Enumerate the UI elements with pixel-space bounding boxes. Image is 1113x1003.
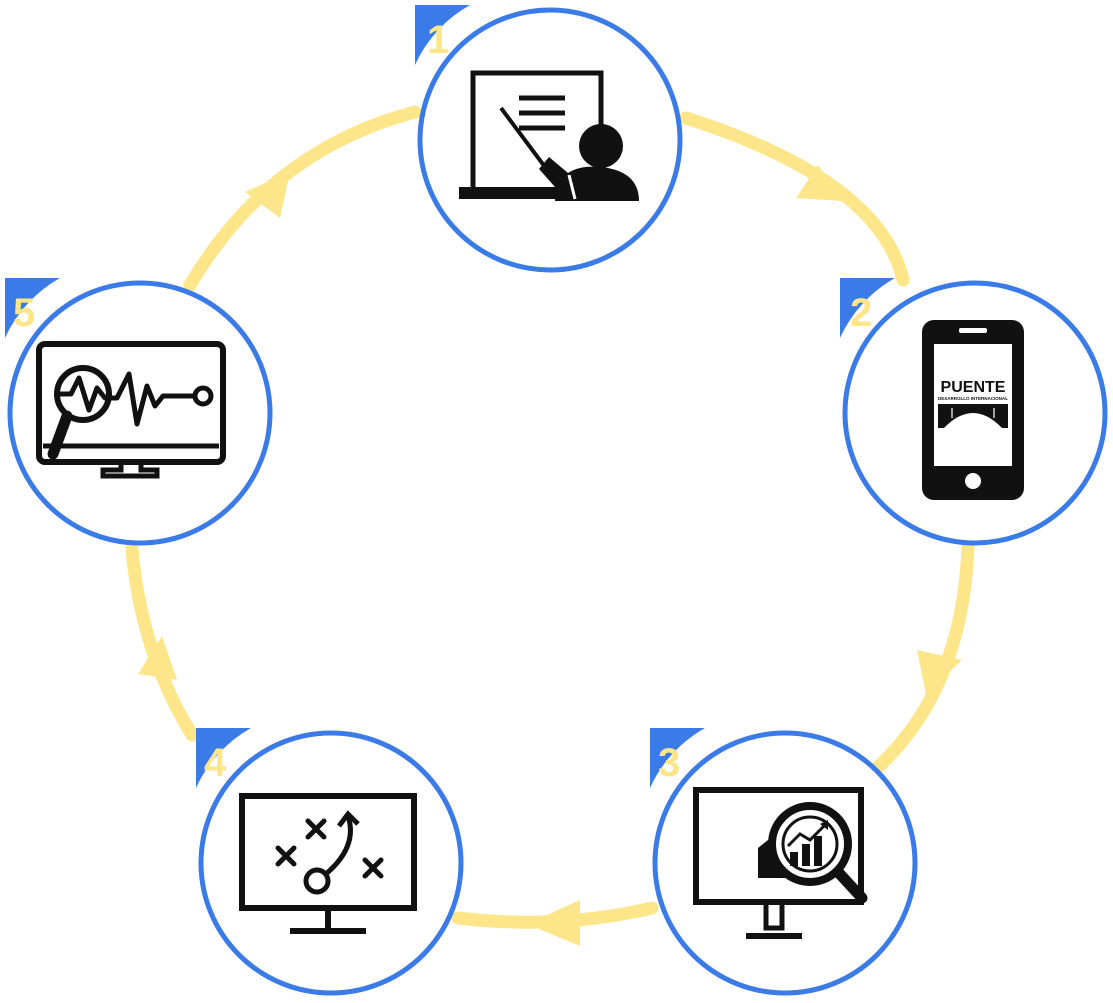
connector-4-5: [125, 541, 199, 742]
arrowhead-4-5: [138, 636, 177, 680]
monitor-health-analytics-icon: [36, 341, 226, 479]
step-badge: [196, 728, 251, 788]
step-number: 1: [427, 18, 449, 62]
brand-name: PUENTE: [941, 379, 1006, 396]
step-badge: [415, 5, 470, 65]
brand-subtitle: DESARROLLO INTERNACIONAL: [938, 396, 1008, 401]
step-number: 2: [850, 291, 872, 335]
arrowhead-5-1: [245, 172, 290, 218]
step-number: 4: [204, 741, 227, 785]
arrowhead-2-3: [917, 650, 962, 694]
step-number: 3: [658, 741, 680, 785]
arrowhead-1-2: [796, 165, 842, 201]
teacher-presentation-icon: [459, 70, 639, 201]
connector-5-1: [183, 105, 422, 292]
step-1: 1: [415, 5, 685, 275]
step-badge: [840, 278, 895, 338]
step-5: 5: [5, 278, 275, 548]
step-3: 3: [650, 728, 920, 998]
monitor-data-analysis-icon: [693, 787, 868, 939]
smartphone-icon: PUENTE DESARROLLO INTERNACIONAL: [922, 320, 1024, 500]
bridge-logo: [938, 404, 1008, 428]
step-badge: [650, 728, 705, 788]
step-badge: [5, 278, 60, 338]
step-number: 5: [13, 291, 35, 335]
monitor-strategy-icon: [239, 793, 417, 934]
step-4: 4: [196, 728, 466, 998]
step-circle: [417, 7, 683, 273]
connector-1-2: [679, 111, 910, 287]
arrowhead-3-4: [527, 900, 580, 946]
step-2: 2 PUENTE DESARROLLO INTERNACIONAL: [840, 278, 1110, 548]
